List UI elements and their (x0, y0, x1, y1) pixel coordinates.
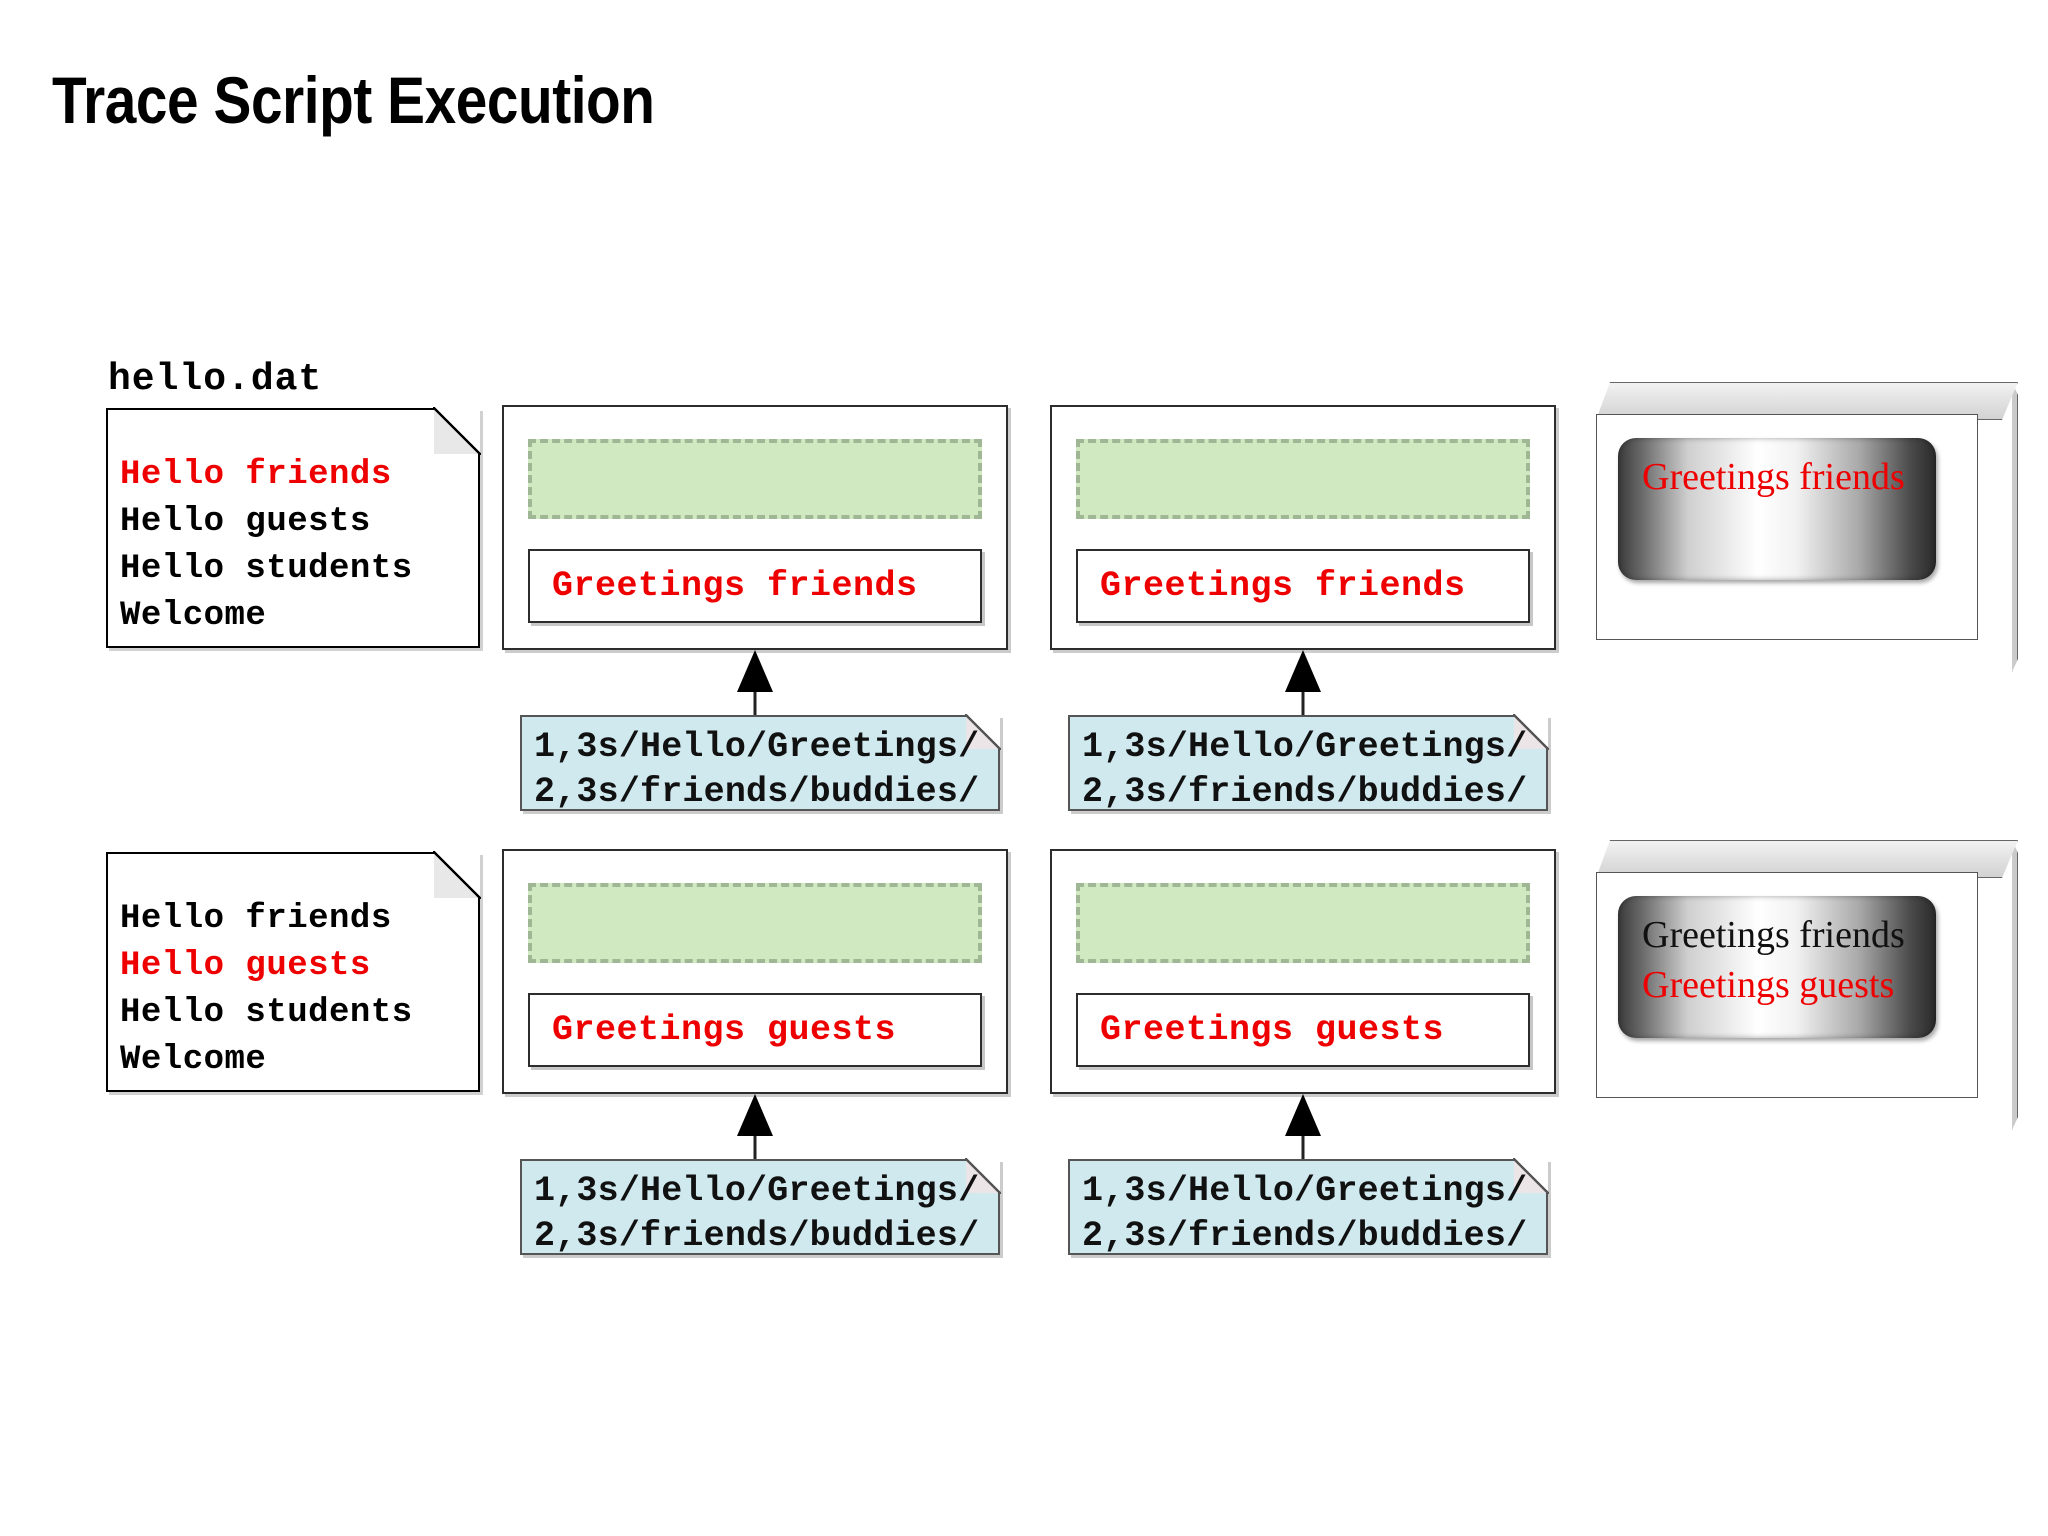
sed-buffer-box-row-1-stage-1: Greetings friends (502, 405, 1008, 650)
sed-script-note-row-1-stage-2: 1,3s/Hello/Greetings/ 2,3s/friends/buddi… (1068, 714, 1549, 812)
script-line: 1,3s/Hello/Greetings/ (534, 727, 980, 767)
monitor-screen-row-2: Greetings friends Greetings guests (1618, 896, 1936, 1038)
sed-buffer-box-row-2-stage-2: Greetings guests (1050, 849, 1556, 1094)
page-fold-edge (1513, 714, 1549, 750)
output-monitor-row-1: Greetings friends (1596, 382, 2018, 672)
monitor-screen-row-1: Greetings friends (1618, 438, 1936, 580)
monitor-case-side (1976, 840, 2018, 1130)
screen-line: Greetings guests (1642, 964, 1895, 1006)
arrow-stem (753, 688, 757, 728)
file-line: Hello guests (120, 503, 371, 541)
page-fold-edge (1513, 1158, 1549, 1194)
arrow-head-icon (1285, 1094, 1321, 1136)
file-body (106, 408, 480, 648)
script-line: 1,3s/Hello/Greetings/ (1082, 727, 1528, 767)
file-line: Welcome (120, 1041, 267, 1079)
screen-line: Greetings friends (1642, 456, 1905, 498)
script-line: 2,3s/friends/buddies/ (1082, 772, 1528, 812)
file-line: Hello students (120, 994, 413, 1032)
sed-buffer-box-row-1-stage-2: Greetings friends (1050, 405, 1556, 650)
page-fold-edge (433, 407, 481, 455)
script-line: 2,3s/friends/buddies/ (534, 1216, 980, 1256)
flow-arrow-row-1-stage-1 (735, 650, 775, 728)
file-name-label-row-1: hello.dat (108, 358, 323, 401)
sed-script-note-row-1-stage-1: 1,3s/Hello/Greetings/ 2,3s/friends/buddi… (520, 714, 1001, 812)
file-line: Hello friends (120, 456, 392, 494)
pattern-space-row-2-stage-2: Greetings guests (1076, 993, 1530, 1067)
file-line: Welcome (120, 597, 267, 635)
sed-script-note-row-2-stage-1: 1,3s/Hello/Greetings/ 2,3s/friends/buddi… (520, 1158, 1001, 1256)
input-file-row-1: Hello friends Hello guests Hello student… (106, 407, 481, 648)
arrow-stem (753, 1132, 757, 1172)
hold-space-row-2-stage-2 (1076, 883, 1530, 963)
note-body (520, 1159, 1000, 1255)
arrow-stem (1301, 688, 1305, 728)
pattern-space-text: Greetings friends (1100, 566, 1466, 606)
script-line: 2,3s/friends/buddies/ (1082, 1216, 1528, 1256)
flow-arrow-row-1-stage-2 (1283, 650, 1323, 728)
arrow-head-icon (737, 1094, 773, 1136)
script-line-list: 1,3s/Hello/Greetings/ 2,3s/friends/buddi… (534, 725, 994, 815)
note-body (520, 715, 1000, 811)
output-monitor-row-2: Greetings friends Greetings guests (1596, 840, 2018, 1130)
flow-arrow-row-2-stage-1 (735, 1094, 775, 1172)
pattern-space-text: Greetings guests (552, 1010, 897, 1050)
script-line-list: 1,3s/Hello/Greetings/ 2,3s/friends/buddi… (1082, 725, 1542, 815)
file-line-list: Hello friends Hello guests Hello student… (120, 896, 470, 1084)
script-line: 1,3s/Hello/Greetings/ (534, 1171, 980, 1211)
note-body (1068, 715, 1548, 811)
input-file-row-2: Hello friends Hello guests Hello student… (106, 851, 481, 1092)
hold-space-row-1-stage-1 (528, 439, 982, 519)
sed-script-note-row-2-stage-2: 1,3s/Hello/Greetings/ 2,3s/friends/buddi… (1068, 1158, 1549, 1256)
file-line: Hello guests (120, 947, 371, 985)
script-line: 2,3s/friends/buddies/ (534, 772, 980, 812)
note-body (1068, 1159, 1548, 1255)
pattern-space-text: Greetings guests (1100, 1010, 1445, 1050)
arrow-head-icon (1285, 650, 1321, 692)
file-line: Hello friends (120, 900, 392, 938)
script-line: 1,3s/Hello/Greetings/ (1082, 1171, 1528, 1211)
file-line-list: Hello friends Hello guests Hello student… (120, 452, 470, 640)
arrow-head-icon (737, 650, 773, 692)
page-fold-edge (433, 851, 481, 899)
pattern-space-row-1-stage-1: Greetings friends (528, 549, 982, 623)
screen-line: Greetings friends (1642, 914, 1905, 956)
page-title: Trace Script Execution (52, 63, 655, 137)
file-body (106, 852, 480, 1092)
flow-arrow-row-2-stage-2 (1283, 1094, 1323, 1172)
script-line-list: 1,3s/Hello/Greetings/ 2,3s/friends/buddi… (534, 1169, 994, 1259)
arrow-stem (1301, 1132, 1305, 1172)
page-fold-edge (965, 1158, 1001, 1194)
monitor-case-side (1976, 382, 2018, 672)
pattern-space-text: Greetings friends (552, 566, 918, 606)
script-line-list: 1,3s/Hello/Greetings/ 2,3s/friends/buddi… (1082, 1169, 1542, 1259)
pattern-space-row-1-stage-2: Greetings friends (1076, 549, 1530, 623)
page-fold-edge (965, 714, 1001, 750)
hold-space-row-1-stage-2 (1076, 439, 1530, 519)
sed-buffer-box-row-2-stage-1: Greetings guests (502, 849, 1008, 1094)
pattern-space-row-2-stage-1: Greetings guests (528, 993, 982, 1067)
file-line: Hello students (120, 550, 413, 588)
hold-space-row-2-stage-1 (528, 883, 982, 963)
